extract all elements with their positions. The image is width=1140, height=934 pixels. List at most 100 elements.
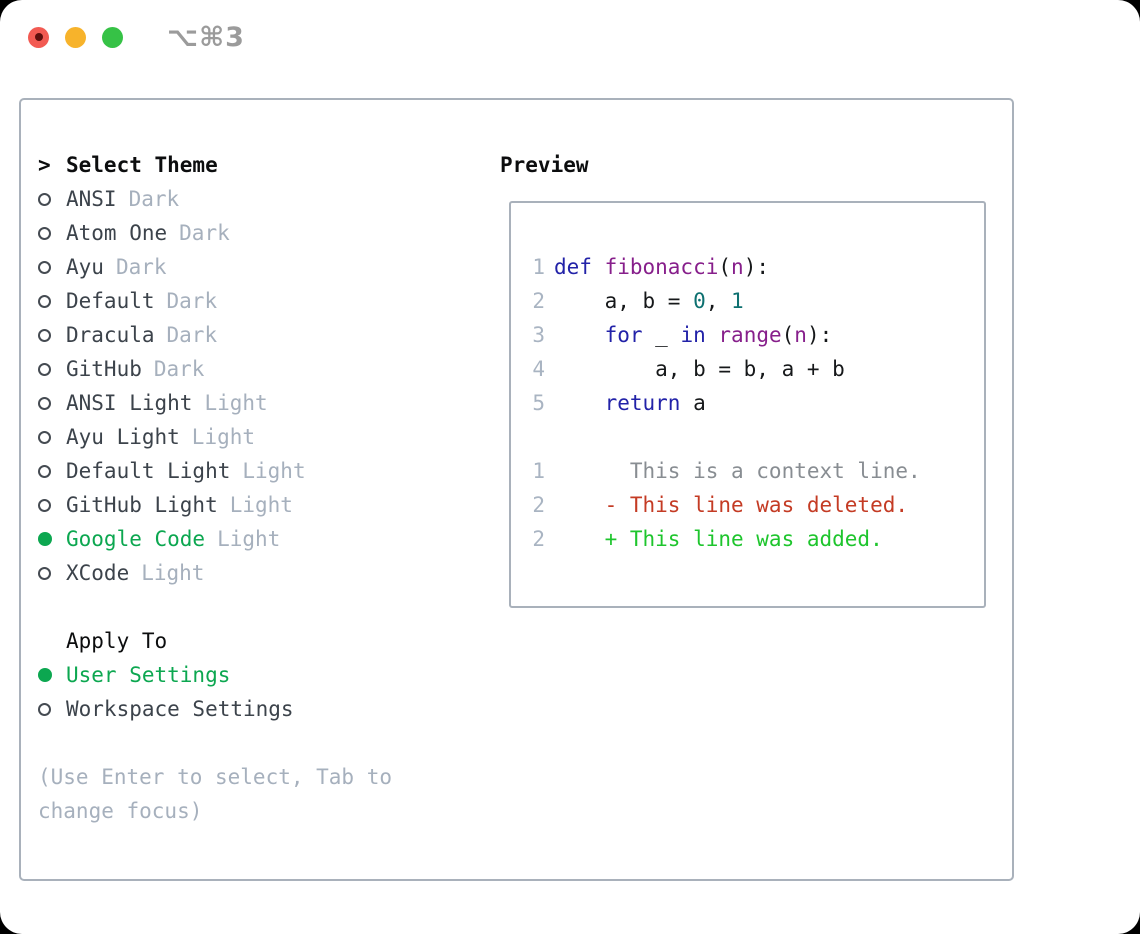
section-gap — [38, 590, 500, 624]
line-number — [531, 420, 545, 454]
theme-variant-badge: Dark — [179, 221, 230, 245]
apply-to-header: Apply To — [66, 629, 168, 653]
code-line: 2 + This line was added. — [531, 522, 984, 556]
code-segment: 1 — [731, 289, 744, 313]
theme-option-ansi-light-light[interactable]: ANSI Light Light — [38, 386, 500, 420]
radio-icon — [38, 226, 51, 240]
preview-header: Preview — [500, 153, 589, 177]
apply-option-label: Workspace Settings — [66, 697, 294, 721]
radio-icon — [38, 702, 51, 716]
code-line: 3 for _ in range(n): — [531, 318, 984, 352]
line-number: 4 — [532, 357, 545, 381]
theme-variant-badge: Light — [141, 561, 205, 585]
code-segment: range — [718, 323, 782, 347]
apply-to-header-row: Apply To — [38, 624, 500, 658]
radio-selected-icon — [38, 532, 52, 546]
code-segment: a — [680, 391, 706, 415]
line-number: 2 — [532, 527, 545, 551]
theme-option-ayu-light-light[interactable]: Ayu Light Light — [38, 420, 500, 454]
theme-variant-badge: Dark — [153, 357, 205, 381]
code-line: 4 a, b = b, a + b — [531, 352, 984, 386]
theme-name: GitHub — [66, 357, 142, 381]
theme-variant-badge: Light — [217, 527, 281, 551]
theme-name: Google Code — [66, 527, 206, 551]
code-segment: _ — [642, 323, 681, 347]
line-number: 2 — [532, 493, 545, 517]
minimize-button-icon[interactable] — [65, 26, 86, 48]
code-segment — [554, 386, 605, 420]
code-segment: fibonacci — [604, 255, 719, 279]
code-segment: return — [604, 391, 681, 415]
select-theme-header: Select Theme — [66, 153, 218, 177]
code-segment: def — [554, 255, 605, 279]
theme-variant-badge: Light — [229, 493, 293, 517]
selection-cursor: > — [38, 153, 51, 177]
radio-icon — [38, 192, 51, 206]
window-title: ⌥⌘3 — [167, 21, 245, 53]
theme-name: Dracula — [66, 323, 155, 347]
code-segment: in — [680, 323, 706, 347]
line-number: 3 — [532, 323, 545, 347]
code-segment: 0 — [693, 289, 706, 313]
code-line: 2 - This line was deleted. — [531, 488, 984, 522]
radio-icon — [38, 566, 51, 580]
theme-name: XCode — [66, 561, 130, 585]
theme-option-github-dark[interactable]: GitHub Dark — [38, 352, 500, 386]
theme-option-atom-one-dark[interactable]: Atom One Dark — [38, 216, 500, 250]
theme-variant-badge: Dark — [115, 255, 167, 279]
line-number: 1 — [532, 459, 545, 483]
line-number: 5 — [532, 391, 545, 415]
theme-name: Default — [66, 289, 155, 313]
theme-variant-badge: Dark — [166, 323, 218, 347]
zoom-button-icon[interactable] — [102, 26, 123, 48]
theme-variant-badge: Light — [191, 425, 256, 449]
code-segment: n — [794, 323, 807, 347]
theme-variant-badge: Dark — [166, 289, 218, 313]
code-segment: ): — [806, 323, 833, 347]
radio-icon — [38, 396, 51, 410]
radio-icon — [38, 464, 51, 478]
theme-variant-badge: Light — [242, 459, 306, 483]
theme-name: ANSI Light — [66, 391, 193, 415]
theme-option-default-dark[interactable]: Default Dark — [38, 284, 500, 318]
select-theme-header-row: > Select Theme — [38, 148, 500, 182]
theme-name: Ayu Light — [66, 425, 180, 449]
theme-option-default-light-light[interactable]: Default Light Light — [38, 454, 500, 488]
apply-option-user-settings[interactable]: User Settings — [38, 658, 500, 692]
theme-option-google-code-light[interactable]: Google Code Light — [38, 522, 500, 556]
code-segment — [554, 318, 605, 352]
preview-header-row: Preview — [500, 148, 1012, 182]
code-line: 1 This is a context line. — [531, 454, 984, 488]
radio-icon — [38, 328, 51, 342]
theme-name: Default Light — [66, 459, 231, 483]
theme-option-dracula-dark[interactable]: Dracula Dark — [38, 318, 500, 352]
help-text: (Use Enter to select, Tab to change focu… — [38, 765, 393, 823]
line-number: 2 — [532, 289, 545, 313]
code-segment: for — [604, 323, 643, 347]
code-line: 2 a, b = 0, 1 — [531, 284, 984, 318]
code-segment — [706, 318, 719, 352]
theme-variant-badge: Light — [204, 391, 268, 415]
close-button-icon[interactable] — [28, 26, 49, 48]
apply-option-workspace-settings[interactable]: Workspace Settings — [38, 692, 500, 726]
theme-option-xcode-light[interactable]: XCode Light — [38, 556, 500, 590]
radio-icon — [38, 430, 51, 444]
code-segment: a, b = — [554, 289, 694, 313]
code-line: 5 return a — [531, 386, 984, 420]
code-line — [531, 420, 984, 454]
theme-name: ANSI — [66, 187, 117, 211]
apply-option-label: User Settings — [66, 663, 231, 687]
theme-name: Atom One — [66, 221, 168, 245]
code-segment: ( — [718, 255, 732, 279]
code-segment: ): — [743, 255, 769, 279]
